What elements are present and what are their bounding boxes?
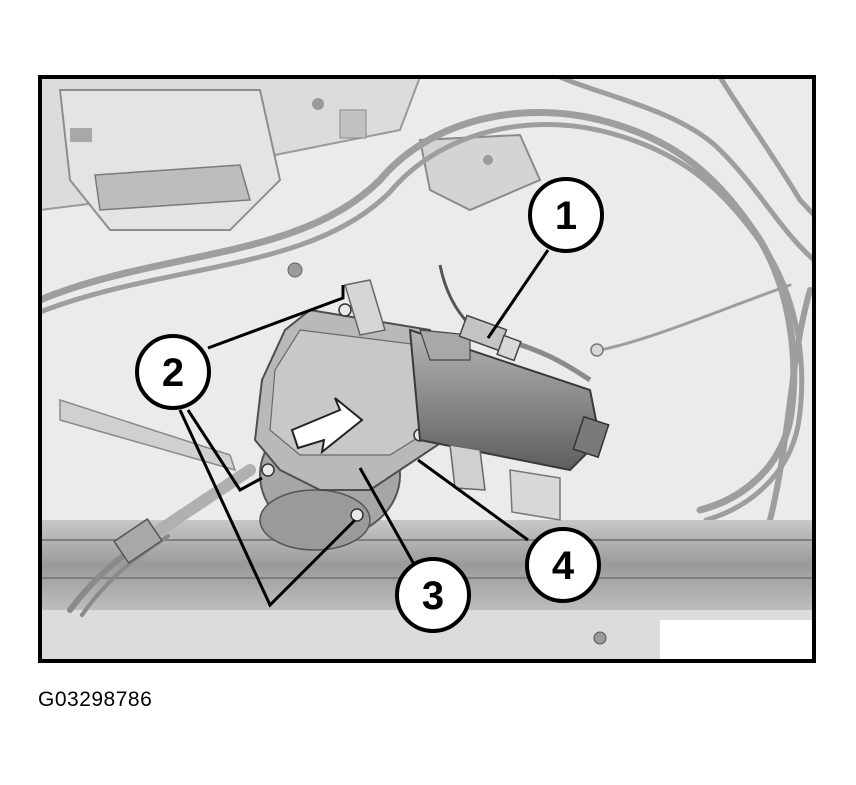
callout-label-2: 2 (162, 351, 184, 395)
callout-2: 2 (135, 334, 211, 410)
figure-frame (38, 75, 816, 663)
leader-line-1 (486, 249, 550, 339)
callout-4: 4 (525, 527, 601, 603)
callout-1: 1 (528, 177, 604, 253)
callout-label-1: 1 (555, 194, 577, 238)
leader-lines (178, 249, 550, 608)
leader-line-4 (417, 458, 529, 542)
callout-label-3: 3 (422, 574, 444, 618)
leader-line-2-lower (178, 409, 357, 608)
callout-3: 3 (395, 557, 471, 633)
figure-id-label: G03298786 (38, 688, 153, 711)
leader-line-2-upper (186, 409, 263, 492)
leader-line-3 (358, 467, 417, 567)
leader-line-2-top (207, 285, 345, 350)
callout-label-4: 4 (552, 544, 575, 588)
